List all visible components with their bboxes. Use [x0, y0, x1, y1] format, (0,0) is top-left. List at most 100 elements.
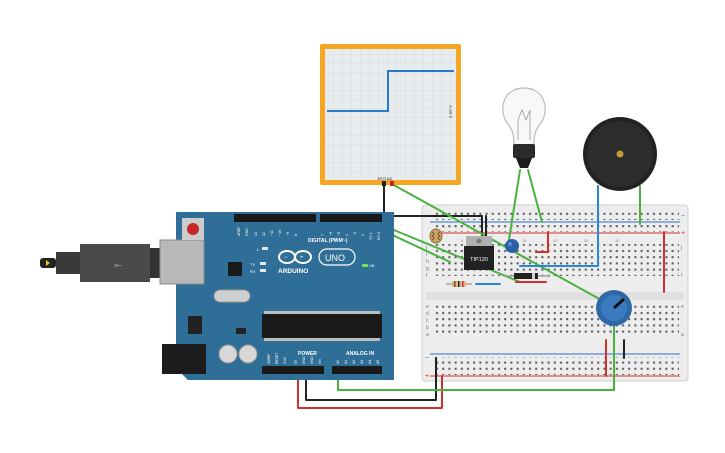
bb-row-letter: i	[426, 252, 427, 258]
arduino-model: UNO	[325, 253, 345, 263]
usb-chip	[228, 262, 242, 276]
pin-label: A1	[344, 360, 348, 364]
pin-label: 13	[254, 232, 258, 236]
bb-col-number: 20	[553, 238, 558, 243]
bb-row-letter: j	[425, 245, 427, 251]
oscilloscope-time-label: 10.0 µs	[377, 176, 393, 181]
microcontroller-chip	[262, 314, 382, 338]
wire-green-bulb-2[interactable]	[527, 169, 543, 223]
pin-label: A2	[352, 360, 356, 364]
pin-label: 2	[361, 234, 365, 236]
pin-label: RESET	[275, 353, 279, 364]
board-capacitor	[218, 344, 238, 364]
pin-label: TX 1	[369, 232, 373, 240]
pin-label: 3.3V	[283, 356, 287, 364]
photoresistor[interactable]	[429, 228, 443, 244]
bb-row-letter: a	[681, 332, 684, 338]
usb-cable[interactable]: ⟜	[40, 244, 174, 282]
pin-label: 4	[345, 234, 349, 236]
arduino-brand: ARDUINO	[278, 268, 308, 275]
pin-label: ~10	[278, 230, 282, 236]
jumper-red[interactable]	[535, 231, 549, 253]
led-label-tx: TX	[250, 262, 255, 267]
probe-terminal-red[interactable]	[390, 181, 394, 186]
oscilloscope-trace	[327, 70, 454, 112]
bb-col-number: 15	[522, 238, 527, 243]
oscilloscope[interactable]: 10.0 µs 4.50 V	[320, 44, 461, 186]
led-label-l: L	[257, 247, 260, 252]
pin-label: ~5	[337, 232, 341, 236]
pin-label: A0	[336, 360, 340, 364]
pin-label: IOREF	[267, 354, 271, 364]
pin-label: 7	[321, 234, 325, 236]
power-jack	[162, 344, 206, 374]
led-rx	[260, 269, 266, 272]
bb-row-letter: g	[426, 266, 429, 272]
led-tx	[260, 262, 266, 265]
bb-row-letter: e	[426, 304, 429, 310]
pin-label: GND	[302, 356, 306, 364]
bb-row-letter: e	[681, 304, 684, 310]
oscilloscope-voltage-label: 4.50 V	[448, 105, 453, 118]
rail-plus-marker: +	[681, 230, 685, 237]
arduino-logo: − +	[278, 248, 356, 266]
svg-text:−: −	[284, 255, 288, 261]
svg-text:⟜: ⟜	[114, 260, 122, 271]
bb-row-letter: f	[681, 273, 683, 279]
pin-label: ~6	[329, 232, 333, 236]
rail-minus-marker: −	[681, 213, 685, 220]
voltage-regulator	[188, 316, 202, 334]
pin-label: ~9	[286, 232, 290, 236]
bb-col-number: 5	[461, 238, 464, 243]
diode[interactable]	[504, 273, 550, 279]
svg-text:+: +	[300, 255, 304, 261]
pin-label: 8	[294, 234, 298, 236]
power-header-label: POWER	[298, 351, 317, 357]
capacitor[interactable]	[505, 239, 519, 253]
arduino-uno[interactable]: ⟜ AREF GND 13 12 ~11 ~10 ~9 8 7 ~6 ~5 4 …	[40, 212, 394, 380]
transistor-label: TIP120	[470, 257, 488, 263]
pin-label: 5V	[294, 359, 298, 364]
pin-label: 12	[262, 232, 266, 236]
bb-row-letter: d	[426, 311, 429, 317]
bb-col-number: 30	[615, 238, 620, 243]
wires[interactable]	[297, 169, 665, 409]
probe-terminal-black[interactable]	[382, 181, 386, 186]
wire-blue-buzzer[interactable]	[519, 185, 599, 267]
bb-col-number: 25	[584, 238, 589, 243]
digital-header-label: DIGITAL (PWM~)	[308, 238, 348, 244]
reset-button[interactable]	[187, 223, 199, 235]
pin-label: GND	[310, 356, 314, 364]
wire-green-bulb-1[interactable]	[507, 169, 521, 247]
rail-plus-marker: +	[425, 373, 429, 380]
led-label-on: ON	[369, 264, 375, 268]
light-bulb[interactable]	[502, 87, 546, 168]
rail-minus-marker: −	[425, 355, 429, 362]
pin-label: ~3	[353, 232, 357, 236]
bb-row-letter: a	[426, 332, 429, 338]
pin-label-aref: AREF	[237, 226, 241, 236]
pin-label: ~11	[270, 230, 274, 236]
resistor[interactable]	[446, 281, 472, 287]
pin-label: A3	[360, 360, 364, 364]
potentiometer[interactable]	[596, 290, 632, 326]
bb-row-letter: h	[426, 259, 429, 265]
tip120-transistor[interactable]: TIP120	[464, 236, 494, 270]
piezo-buzzer[interactable]	[583, 117, 657, 191]
led-l	[262, 247, 268, 250]
wire-red-5v[interactable]	[297, 369, 443, 409]
bb-row-letter: b	[426, 325, 429, 331]
breadboard[interactable]: j i h g f e d c b a j f e a 1 5 10 15 20…	[421, 204, 689, 382]
analog-header-label: ANALOG IN	[346, 351, 374, 357]
wire-black-gnd[interactable]	[305, 357, 437, 401]
wire-green-scope[interactable]	[391, 183, 613, 307]
pin-label: Vin	[318, 359, 322, 364]
wire-black-scope[interactable]	[383, 183, 483, 237]
led-on	[362, 264, 368, 267]
board-capacitor	[238, 344, 258, 364]
bb-row-letter: f	[426, 273, 428, 279]
usb-jack	[159, 239, 205, 285]
bb-row-letter: j	[680, 245, 682, 251]
pin-label: A4	[368, 360, 372, 364]
